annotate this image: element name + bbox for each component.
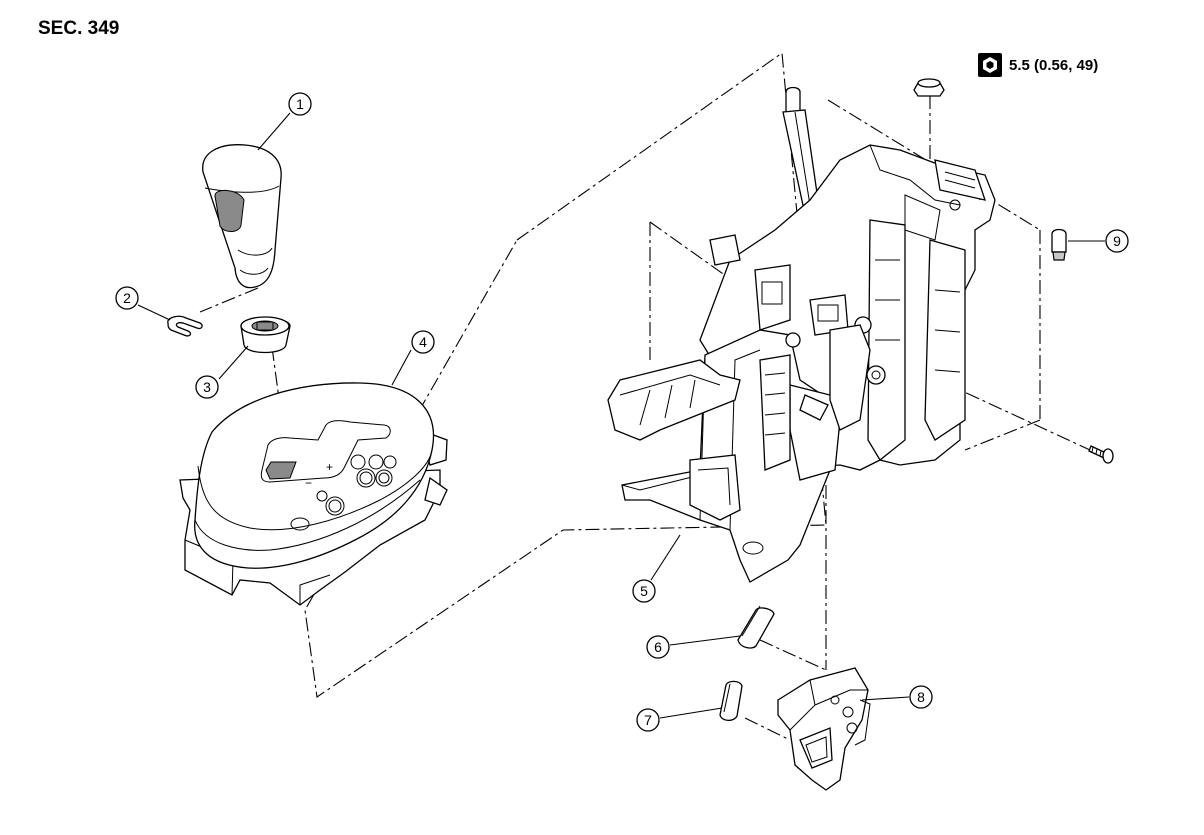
callout-9-label: 9 — [1113, 233, 1121, 249]
callout-6-label: 6 — [654, 639, 662, 655]
callout-3-label: 3 — [203, 379, 211, 395]
screw — [1088, 445, 1114, 464]
callout-6: 6 — [646, 635, 670, 659]
callout-leaders — [137, 112, 1105, 719]
bracket — [777, 667, 871, 791]
knob-collar — [240, 316, 291, 354]
callout-3: 3 — [195, 375, 219, 399]
svg-text:+: + — [326, 460, 333, 474]
callout-5: 5 — [632, 579, 656, 603]
callout-2-label: 2 — [123, 290, 131, 306]
torque-value: 5.5 (0.56, 49) — [1009, 56, 1099, 74]
callout-9: 9 — [1105, 229, 1129, 253]
finisher-piece-upper — [737, 605, 775, 649]
svg-text:−: − — [305, 476, 312, 490]
callout-4-label: 4 — [419, 334, 427, 350]
mounting-bolt — [913, 78, 945, 97]
callout-4: 4 — [411, 330, 435, 354]
section-label: SEC. 349 — [38, 18, 120, 39]
callout-1-label: 1 — [296, 96, 304, 112]
cap-bulb — [1051, 228, 1067, 261]
callout-8-label: 8 — [917, 689, 925, 705]
torque-wrench-icon — [978, 53, 1002, 77]
shift-knob — [202, 144, 282, 289]
torque-spec: 5.5 (0.56, 49) — [977, 52, 1098, 78]
callout-2: 2 — [115, 286, 139, 310]
callout-8: 8 — [909, 685, 933, 709]
retaining-clip — [167, 315, 203, 337]
callout-5-label: 5 — [640, 583, 648, 599]
finisher-piece-lower — [719, 680, 743, 722]
callout-7: 7 — [636, 708, 660, 732]
selector-lever-assembly — [607, 86, 996, 583]
callout-7-label: 7 — [644, 712, 652, 728]
indicator-finisher: + − — [179, 382, 448, 606]
callout-1: 1 — [288, 92, 312, 116]
